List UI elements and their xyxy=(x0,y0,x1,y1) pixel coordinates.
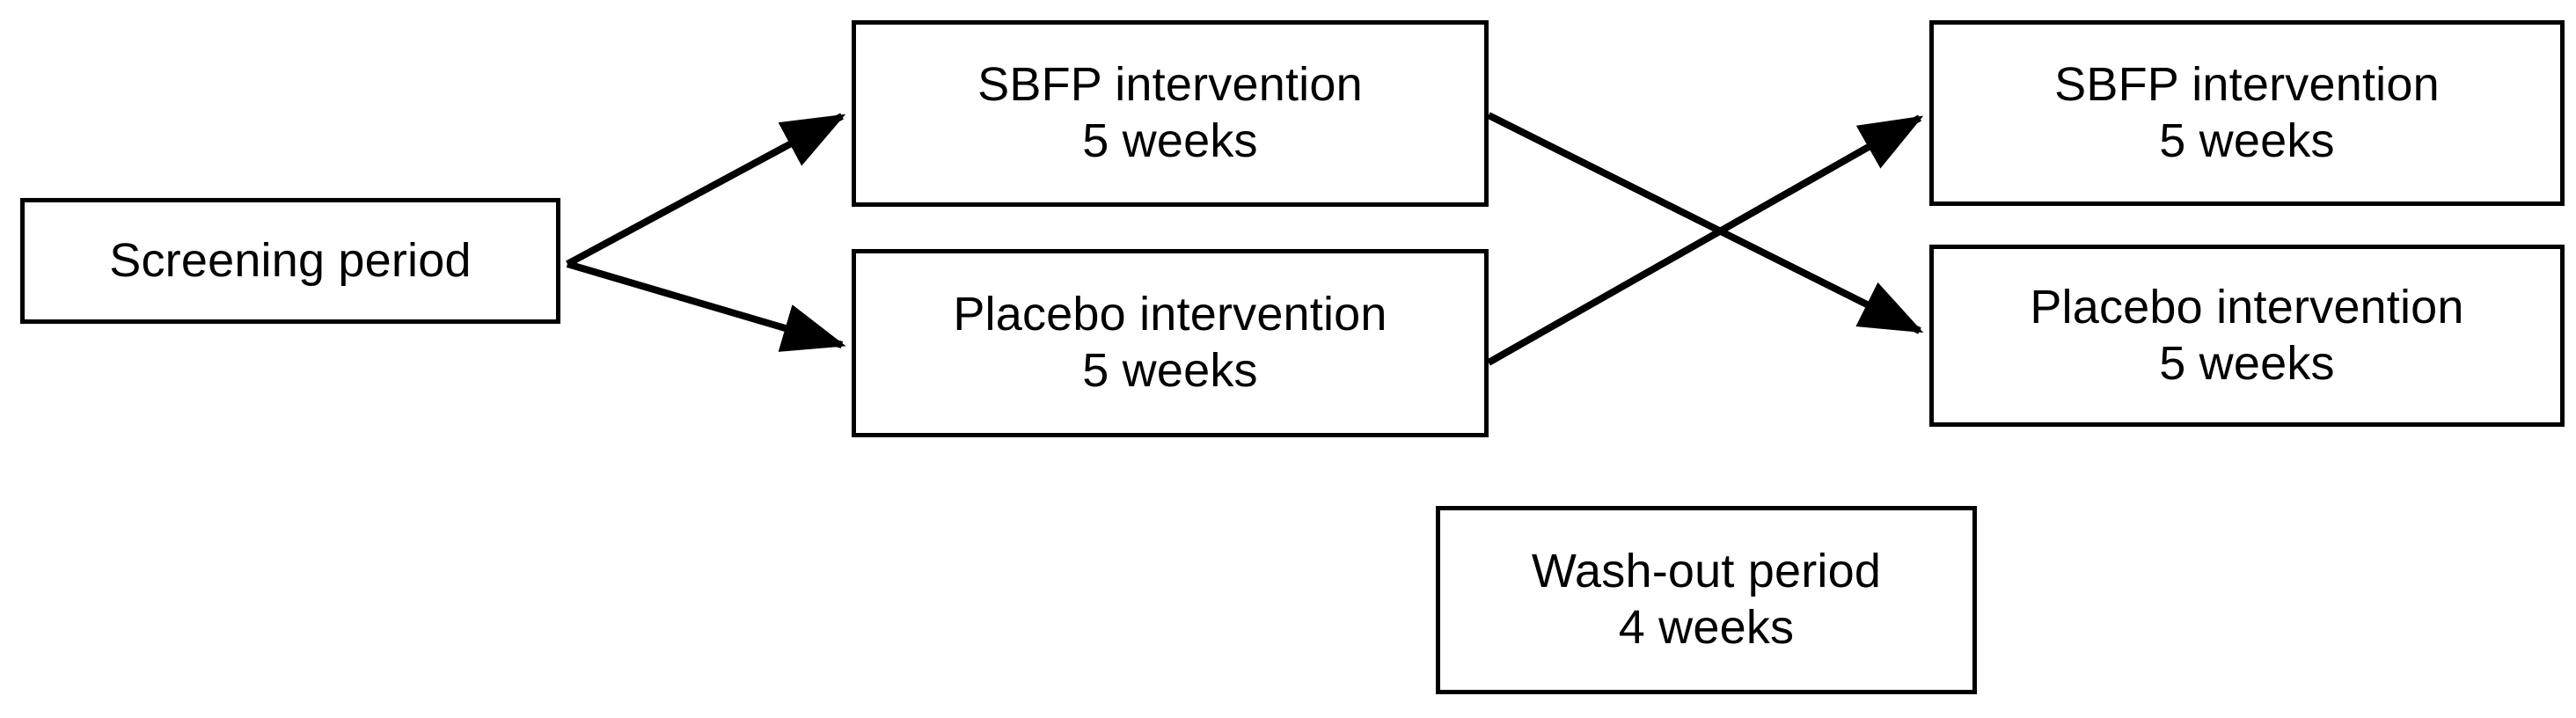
node-sbfp-intervention-period2: SBFP intervention 5 weeks xyxy=(1929,20,2565,206)
arrow-mid-sbfp-to-right-placebo xyxy=(1487,112,1924,334)
node-placebo-intervention-period1-line2: 5 weeks xyxy=(1082,344,1258,397)
node-sbfp-intervention-period1-line2: 5 weeks xyxy=(1082,114,1258,167)
arrow-screening-to-placebo xyxy=(566,260,846,352)
node-placebo-intervention-period2-line1: Placebo intervention xyxy=(2030,280,2464,333)
node-screening-period: Screening period xyxy=(20,198,560,324)
node-screening-period-line1: Screening period xyxy=(109,233,472,287)
arrow-mid-placebo-to-right-sbfp xyxy=(1487,114,1924,366)
node-washout-period-line1: Wash-out period xyxy=(1531,545,1882,598)
node-placebo-intervention-period1: Placebo intervention 5 weeks xyxy=(852,249,1489,437)
node-sbfp-intervention-period1-line1: SBFP intervention xyxy=(977,58,1363,112)
node-sbfp-intervention-period1: SBFP intervention 5 weeks xyxy=(852,20,1489,207)
node-sbfp-intervention-period2-line2: 5 weeks xyxy=(2159,114,2335,167)
node-washout-period-line2: 4 weeks xyxy=(1618,601,1795,654)
arrow-screening-to-sbfp xyxy=(566,113,846,267)
node-sbfp-intervention-period2-line1: SBFP intervention xyxy=(2054,57,2440,111)
node-placebo-intervention-period2-line2: 5 weeks xyxy=(2159,336,2335,390)
node-washout-period: Wash-out period 4 weeks xyxy=(1436,506,1977,694)
node-placebo-intervention-period2: Placebo intervention 5 weeks xyxy=(1929,245,2565,427)
node-placebo-intervention-period1-line1: Placebo intervention xyxy=(953,288,1387,341)
